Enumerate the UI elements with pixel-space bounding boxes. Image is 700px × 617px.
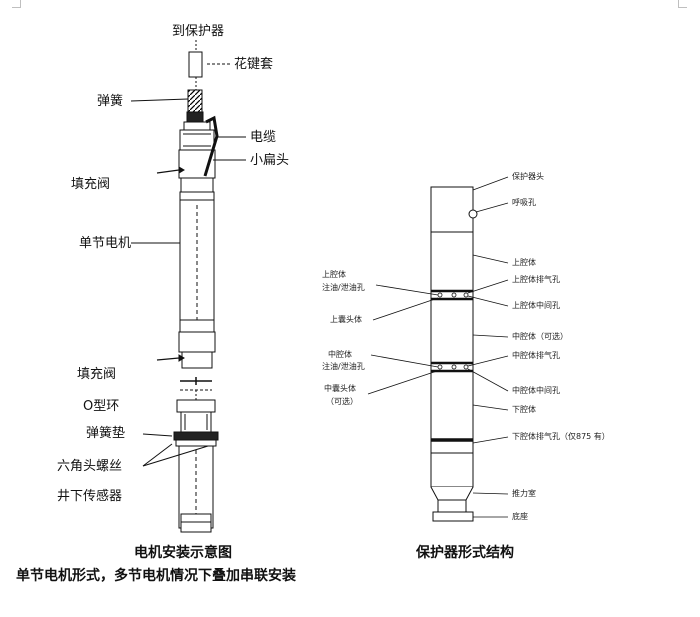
caption-motor-note: 单节电机形式，多节电机情况下叠加串联安装 bbox=[16, 568, 296, 584]
label-downhole-sensor: 井下传感器 bbox=[57, 489, 123, 504]
label-thrust-chamber: 推力室 bbox=[512, 489, 536, 498]
corner-mark-left bbox=[12, 0, 21, 8]
left-leader-lines bbox=[130, 63, 246, 467]
label-single-motor: 单节电机 bbox=[79, 236, 132, 251]
label-protector-head: 保护器头 bbox=[512, 172, 544, 181]
label-spring: 弹簧 bbox=[97, 94, 124, 109]
label-lower-vent: 下腔体排气孔（仅875 有） bbox=[512, 432, 610, 441]
label-o-ring: O型环 bbox=[83, 399, 120, 414]
label-middle-chamber: 中腔体（可选） bbox=[512, 332, 568, 341]
corner-mark-right bbox=[678, 0, 687, 8]
cable-part bbox=[203, 115, 219, 177]
label-upper-vent: 上腔体排气孔 bbox=[512, 275, 560, 284]
label-mid-fill-drain-line2: 注油/泄油孔 bbox=[322, 362, 365, 371]
label-upper-fill-drain-line1: 上腔体 bbox=[322, 270, 346, 279]
protector-drawing bbox=[430, 186, 478, 522]
label-upper-fill-drain-line2: 注油/泄油孔 bbox=[322, 283, 365, 292]
label-mid-bag-head-line1: 中囊头体 bbox=[324, 384, 356, 393]
label-base: 底座 bbox=[512, 512, 528, 521]
label-spline-sleeve: 花键套 bbox=[234, 57, 274, 72]
label-mid-fill-drain-line1: 中腔体 bbox=[328, 350, 352, 359]
label-upper-chamber: 上腔体 bbox=[512, 258, 536, 267]
label-lower-chamber: 下腔体 bbox=[512, 405, 536, 414]
label-fill-valve-bottom: 填充阀 bbox=[77, 367, 117, 382]
motor-assembly-drawing bbox=[156, 40, 219, 533]
label-mid-bag-head-line2: （可选） bbox=[326, 397, 358, 406]
label-mid-vent: 中腔体排气孔 bbox=[512, 351, 560, 360]
caption-motor-installation: 电机安装示意图 bbox=[134, 545, 232, 561]
label-to-protector: 到保护器 bbox=[172, 24, 225, 39]
caption-protector-structure: 保护器形式结构 bbox=[416, 545, 514, 561]
protector-body-part bbox=[430, 231, 474, 488]
label-spring-washer: 弹簧垫 bbox=[86, 426, 126, 441]
protector-head-part bbox=[430, 186, 474, 233]
label-fill-valve-top: 填充阀 bbox=[71, 177, 111, 192]
label-upper-mid-hole: 上腔体中间孔 bbox=[512, 301, 560, 310]
label-hex-bolt: 六角头螺丝 bbox=[57, 459, 123, 474]
right-leader-lines bbox=[367, 176, 509, 518]
protector-holes bbox=[437, 292, 469, 370]
label-upper-bag-head: 上囊头体 bbox=[330, 315, 362, 324]
label-small-flat-head: 小扁头 bbox=[250, 153, 290, 168]
spring-part bbox=[187, 89, 203, 113]
spline-sleeve-part bbox=[188, 51, 203, 78]
label-mid-mid-hole: 中腔体中间孔 bbox=[512, 386, 560, 395]
label-cable: 电缆 bbox=[250, 130, 277, 145]
label-breather-hole: 呼吸孔 bbox=[512, 198, 536, 207]
